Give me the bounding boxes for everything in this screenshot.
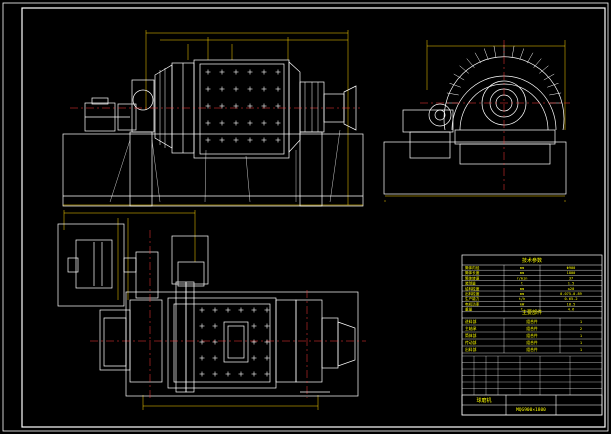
title-block: 技术参数 筒体内径 mm Φ900 筒体长度 mm 1800 筒体转速 r/min 37 装球量 t… — [461, 254, 603, 416]
table-cell: 筒体长度 — [465, 270, 480, 275]
parts-cell: 组合件 — [526, 326, 538, 331]
parts-cell: 出料部 — [465, 347, 477, 352]
table-cell: t/h — [519, 297, 526, 301]
parts-cell: 1 — [580, 347, 583, 352]
front-elevation-view — [62, 30, 364, 207]
table-cell: 重量 — [465, 307, 473, 312]
side-elevation-view — [383, 40, 570, 202]
table-cell: 1800 — [567, 271, 576, 275]
table-cell: 给料粒度 — [465, 286, 480, 291]
parts-cell: 1 — [580, 333, 583, 338]
front-liner-marks — [205, 69, 281, 143]
parts-cell: 2 — [580, 326, 582, 331]
gear-tooth-line — [459, 65, 469, 74]
table-cell: 筒体转速 — [465, 275, 480, 280]
gear-tooth-line — [446, 92, 459, 96]
gear-tooth-line — [483, 48, 489, 60]
parameter-table-title: 技术参数 — [522, 257, 542, 264]
parts-cell: 组合件 — [526, 319, 538, 324]
table-cell: 37 — [569, 276, 573, 280]
table-cell: t — [521, 282, 523, 286]
gear-tooth-line — [526, 52, 534, 64]
parts-cell: 组合件 — [526, 347, 538, 352]
gear-tooth-line — [519, 48, 525, 60]
front-top-dimensions — [145, 30, 349, 205]
table-cell: 装球量 — [465, 281, 476, 286]
gear-tooth-line — [449, 82, 461, 88]
table-cell: kW — [520, 302, 525, 306]
gear-tooth-line — [493, 45, 497, 58]
parts-cell: 传动部 — [465, 340, 477, 345]
gear-tooth-line — [543, 73, 555, 81]
drawing-code: MQG900×1800 — [516, 407, 546, 413]
table-cell: mm — [520, 266, 524, 270]
gear-tooth-line — [547, 82, 559, 88]
gear-tooth-line — [533, 58, 542, 68]
plan-liner-marks — [199, 307, 270, 377]
gear-tooth-line — [466, 58, 475, 68]
table-cell: 出料粒度 — [465, 291, 480, 296]
table-cell: mm — [520, 271, 524, 275]
drawing-inner-frame — [21, 7, 606, 428]
parts-cell: 进料部 — [465, 319, 477, 324]
table-cell: ≤20 — [568, 287, 575, 291]
table-cell: 18.5 — [567, 302, 576, 306]
gear-tooth-line — [549, 92, 562, 96]
table-cell: r/min — [517, 276, 528, 280]
gear-tooth-line — [539, 65, 549, 74]
parameter-table-rows: 筒体内径 mm Φ900 筒体长度 mm 1800 筒体转速 r/min 37 装球量 t 1.5 给料… — [462, 264, 602, 312]
table-cell: 0.65-2 — [565, 297, 578, 301]
parts-cell: 筒体部 — [465, 333, 477, 338]
plan-view — [57, 210, 366, 410]
table-cell: t — [521, 308, 523, 312]
gear-tooth-line — [511, 45, 515, 58]
parts-cell: 主轴承 — [465, 326, 477, 331]
parts-cell: 组合件 — [526, 333, 538, 338]
table-cell: 电机功率 — [465, 301, 480, 306]
gear-tooth-line — [474, 52, 482, 64]
table-cell: 4.6 — [568, 308, 575, 312]
gear-tooth-line — [453, 73, 465, 81]
table-cell: 1.5 — [568, 282, 575, 286]
table-cell: 生产能力 — [465, 296, 480, 301]
parts-cell: 1 — [580, 319, 583, 324]
parts-table-header: 主要部件 — [522, 309, 542, 316]
parts-cell: 1 — [580, 340, 583, 345]
table-cell: mm — [520, 292, 524, 296]
table-cell: 筒体内径 — [465, 265, 480, 270]
table-cell: mm — [520, 287, 524, 291]
drawing-name: 球磨机 — [476, 397, 491, 404]
table-cell: 0.075-0.89 — [560, 292, 582, 296]
table-cell: Φ900 — [567, 266, 576, 270]
parts-cell: 组合件 — [526, 340, 538, 345]
